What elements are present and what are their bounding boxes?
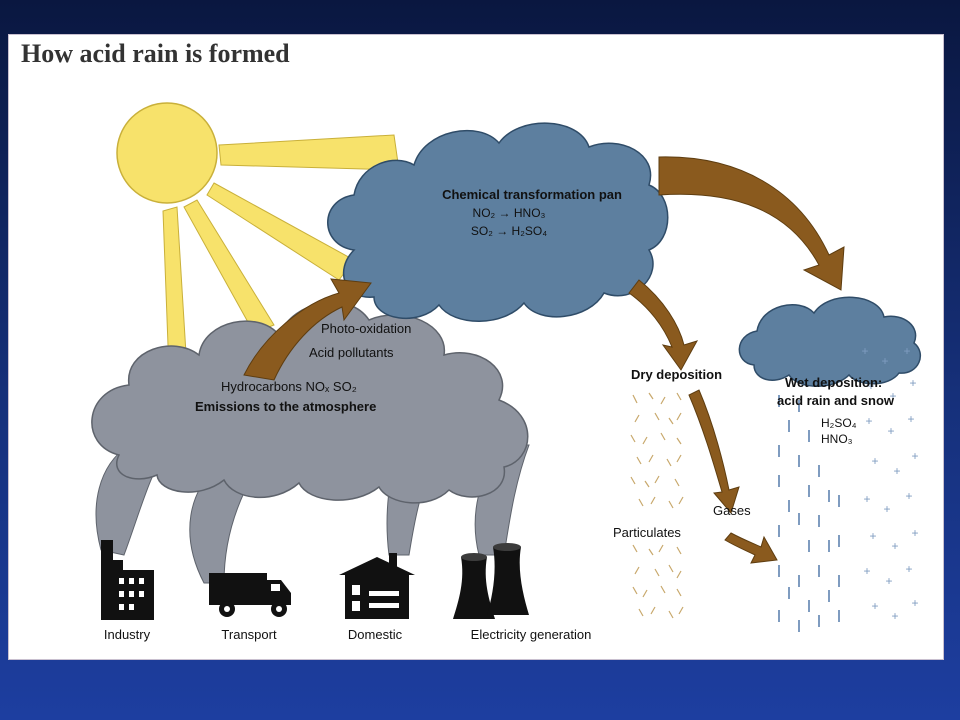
svg-text:+: + <box>871 454 878 468</box>
gases-arrow <box>688 389 740 515</box>
flow-arrows <box>243 156 845 564</box>
reaction-no2: NO₂ → HNO₃ <box>473 206 546 220</box>
sun-icon <box>116 102 218 204</box>
truck-wheel-hubs <box>224 584 282 612</box>
wet-deposition-title: Wet deposition: <box>785 375 882 390</box>
smoke-cloud <box>91 301 529 504</box>
house-icon <box>339 553 415 619</box>
svg-text:+: + <box>867 379 874 393</box>
svg-text:+: + <box>907 412 914 426</box>
source-label-transport: Transport <box>221 627 277 642</box>
rain-cloud <box>738 296 921 387</box>
svg-text:+: + <box>905 562 912 576</box>
wet-h2so4-label: H₂SO₄ <box>821 416 857 430</box>
acid-rain-diagram: + + + + + + + + + + + + + + + + + + + + + + + + <box>91 102 921 642</box>
cooling-tower-icon <box>453 547 529 619</box>
svg-text:+: + <box>905 489 912 503</box>
wet-flow-arrow <box>658 156 845 291</box>
chemical-cloud <box>327 122 669 322</box>
svg-text:+: + <box>889 389 896 403</box>
chemical-cloud-title: Chemical transformation pan <box>442 187 622 202</box>
svg-text:+: + <box>911 526 918 540</box>
photo-oxidation-label: Photo-oxidation <box>321 321 411 336</box>
rain-streaks <box>778 395 840 632</box>
source-label-domestic: Domestic <box>348 627 403 642</box>
wet-hno3-label: HNO₃ <box>821 432 853 446</box>
svg-text:+: + <box>869 529 876 543</box>
reaction-so2: SO₂ → H₂SO₄ <box>471 224 547 238</box>
svg-text:+: + <box>871 599 878 613</box>
svg-text:+: + <box>891 609 898 623</box>
wet-deposition-subtitle: acid rain and snow <box>777 393 895 408</box>
particulates-area <box>630 392 684 619</box>
gases-label: Gases <box>713 503 751 518</box>
dry-deposition-label: Dry deposition <box>631 367 722 382</box>
source-label-electricity: Electricity generation <box>471 627 592 642</box>
cooling-tower-tops <box>461 543 521 561</box>
factory-icon <box>101 540 154 620</box>
svg-text:+: + <box>903 344 910 358</box>
svg-text:+: + <box>863 492 870 506</box>
hydrocarbons-label: Hydrocarbons NOₓ SO₂ <box>221 379 357 394</box>
acid-pollutants-label: Acid pollutants <box>309 345 394 360</box>
source-label-industry: Industry <box>104 627 151 642</box>
up-arrow <box>243 278 372 381</box>
gases-to-wet-arrow <box>724 532 778 564</box>
svg-text:+: + <box>865 414 872 428</box>
factory-windows <box>119 578 144 610</box>
emissions-label: Emissions to the atmosphere <box>195 399 376 414</box>
svg-text:+: + <box>885 574 892 588</box>
particulates-label: Particulates <box>613 525 681 540</box>
svg-text:+: + <box>863 564 870 578</box>
svg-text:+: + <box>911 449 918 463</box>
sun-ray <box>218 134 400 171</box>
svg-text:+: + <box>891 539 898 553</box>
snow-crosses: + + + + + + + + + + + + + + + + + + + + + + + + <box>861 344 918 623</box>
svg-text:+: + <box>911 596 918 610</box>
svg-text:+: + <box>893 464 900 478</box>
figure-title: How acid rain is formed <box>21 39 290 68</box>
svg-text:+: + <box>881 354 888 368</box>
house-windows <box>352 585 399 611</box>
svg-text:+: + <box>861 344 868 358</box>
svg-text:+: + <box>883 502 890 516</box>
figure-panel: How acid rain is formed <box>8 34 944 660</box>
dry-flow-arrow <box>628 279 699 371</box>
svg-text:+: + <box>887 424 894 438</box>
svg-text:+: + <box>909 376 916 390</box>
